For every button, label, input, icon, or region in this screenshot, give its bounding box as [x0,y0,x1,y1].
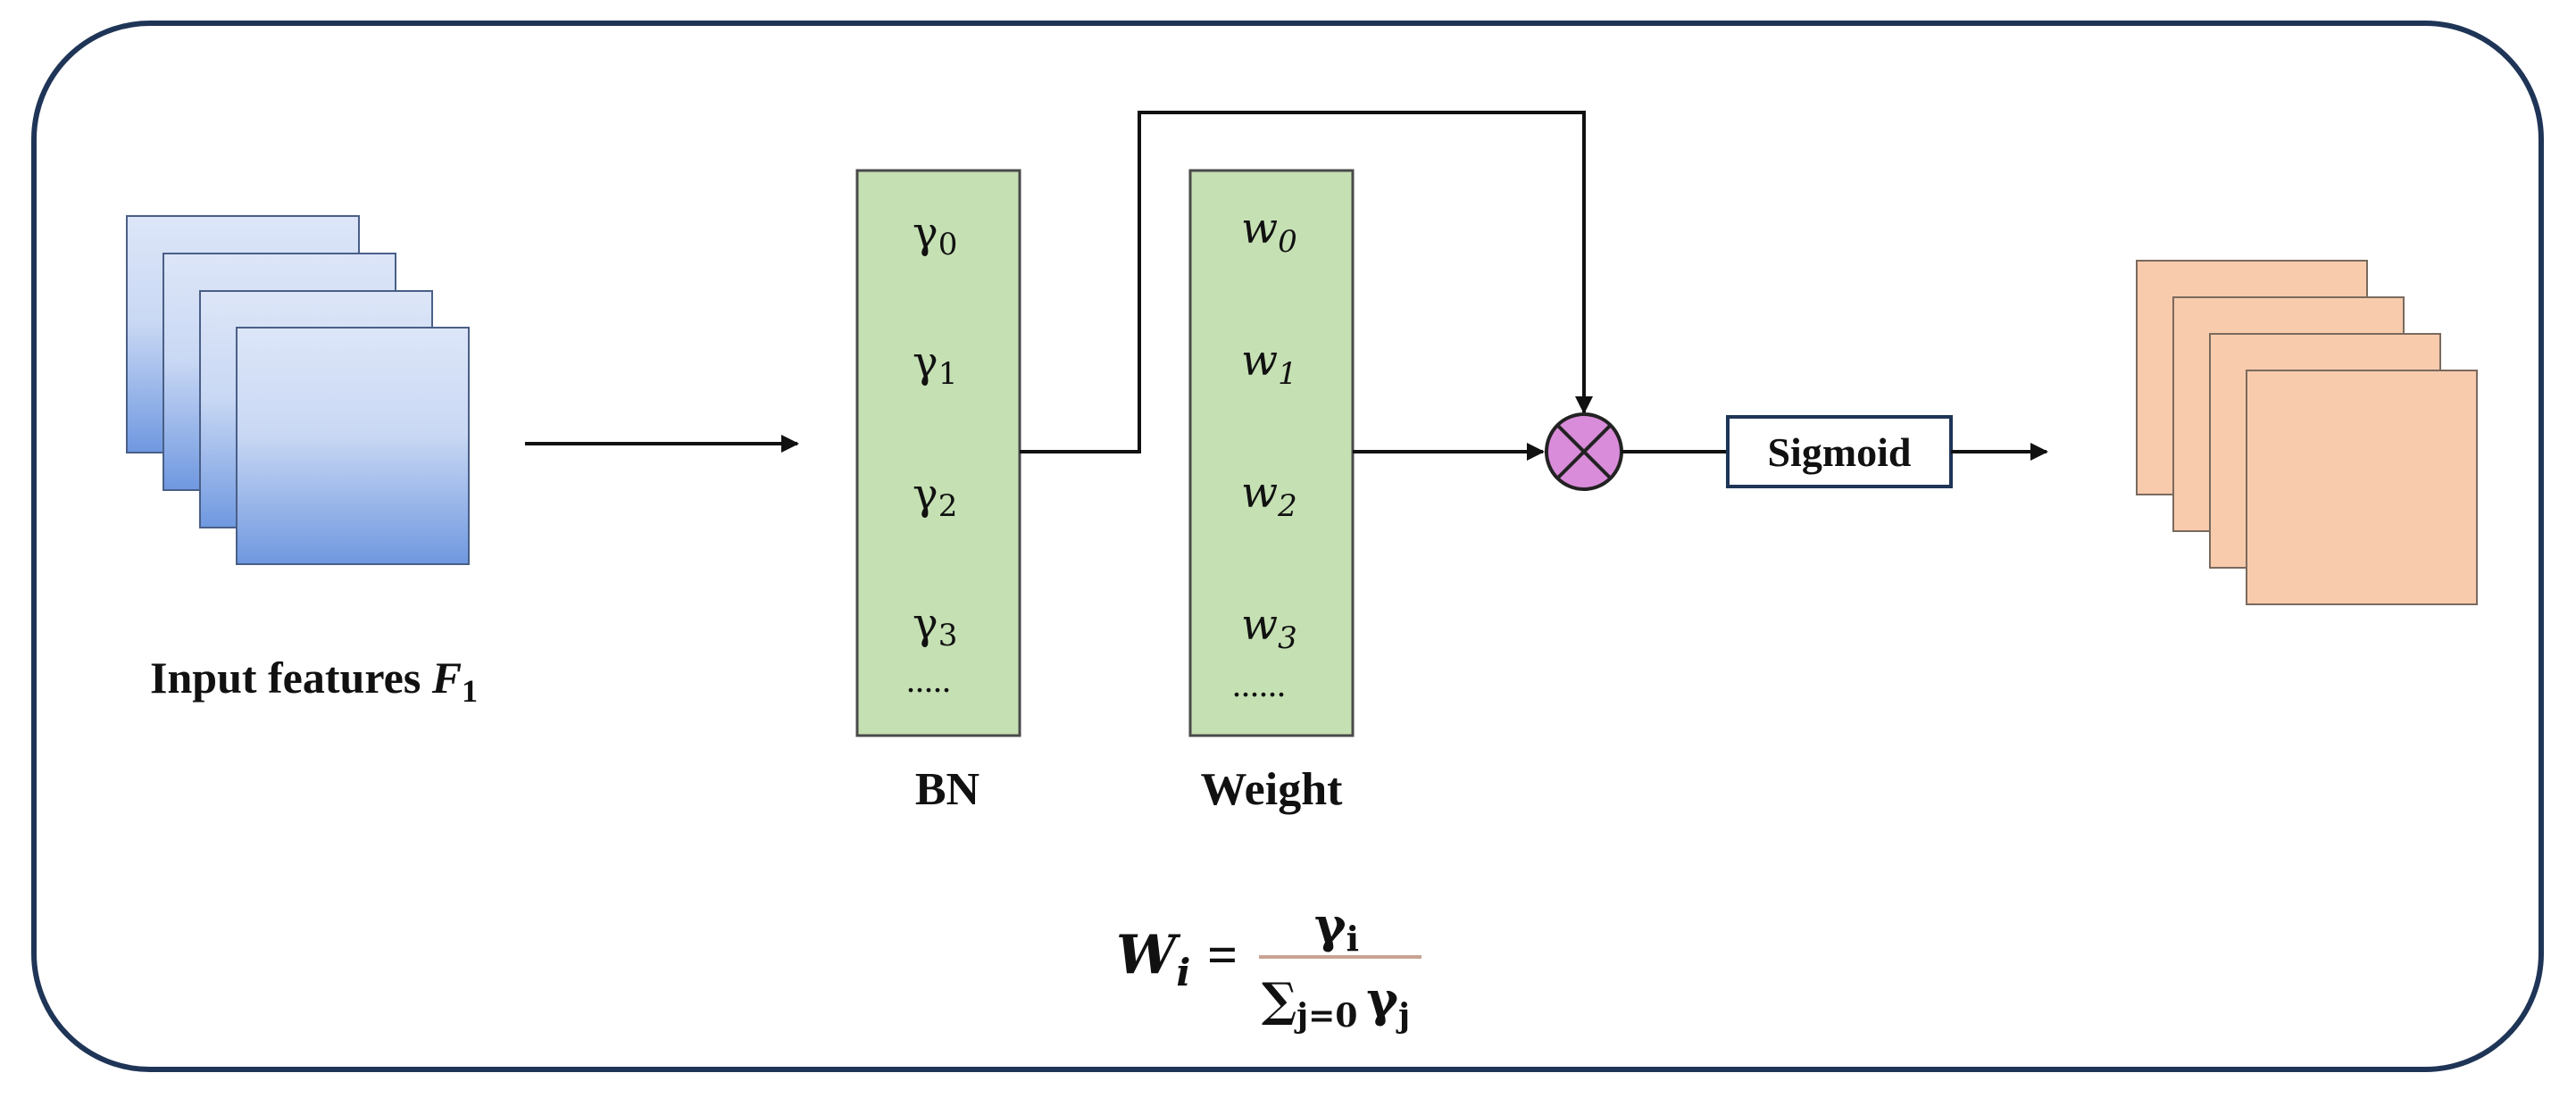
output-feature-map [2246,370,2478,605]
sigmoid-label: Sigmoid [1767,429,1911,475]
bn-label: BN [915,764,980,815]
input-feature-stack [126,215,470,565]
bn-gamma-1: γ1 [913,337,957,392]
weight-values: w0 w1 w2 w3 ...... [1232,204,1297,704]
weight-w-1: w1 [1241,336,1297,392]
weight-w-0: w0 [1241,204,1297,260]
sigmoid-box [1726,415,1953,488]
bn-ellipsis: ..... [906,660,951,700]
formula-lhs: Wi [1116,924,1190,994]
output-feature-stack [2136,260,2478,605]
bn-to-multiply-connector [1020,111,1593,453]
weight-ellipsis: ...... [1232,664,1286,704]
bn-gamma-3: γ3 [913,599,957,653]
bn-gamma-2: γ2 [913,470,957,524]
formula-equals: = [1207,926,1238,985]
weight-w-2: w2 [1241,468,1297,524]
weight-label: Weight [1201,764,1344,815]
input-feature-map [236,327,470,565]
weight-w-3: w3 [1241,600,1297,656]
bn-values: γ0 γ1 γ2 γ3 ..... [906,208,957,700]
weight-column [1188,169,1355,737]
input-features-label: Input features F1 [150,653,478,709]
bn-column [855,169,1021,737]
bn-gamma-0: γ0 [913,208,957,262]
formula-numerator: γi [1314,896,1359,959]
multiply-circle-icon [1545,412,1623,491]
